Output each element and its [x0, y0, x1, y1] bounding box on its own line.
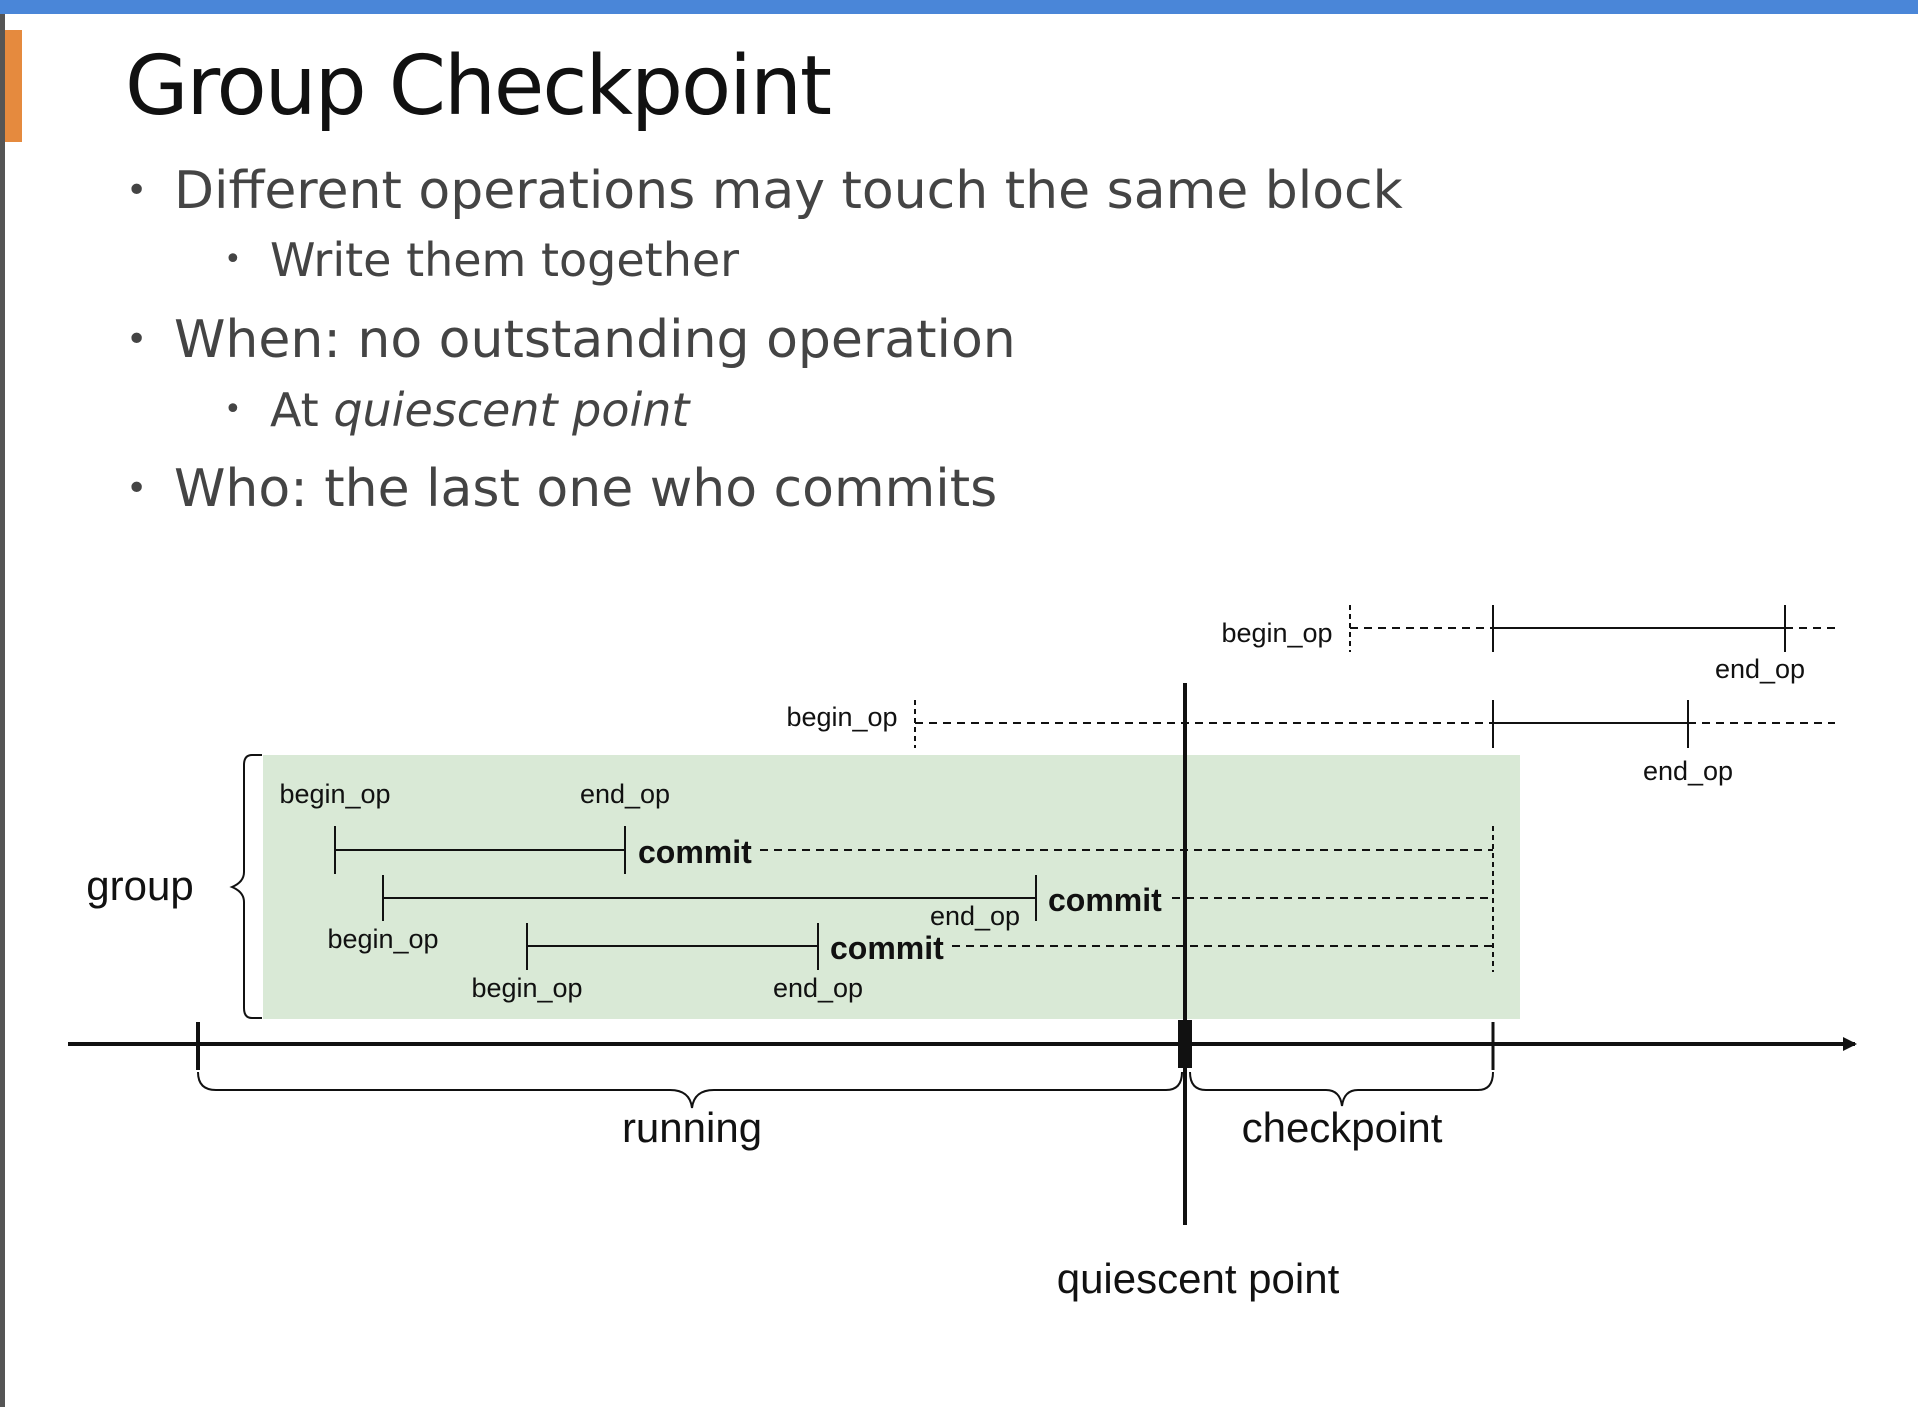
operation-group-1: [334, 826, 1493, 874]
second-end-op-label: end_op: [1643, 756, 1733, 786]
title-accent-marker: [5, 30, 22, 142]
operation-group-2: [382, 875, 1493, 921]
checkpoint-brace: [1189, 1071, 1494, 1107]
g1-commit-label: commit: [638, 834, 752, 870]
g3-end-op-label: end_op: [773, 973, 863, 1003]
bullet-dot-icon: •: [126, 170, 148, 211]
slide-title: Group Checkpoint: [125, 39, 832, 134]
bullet-text: Who: the last one who commits: [174, 459, 998, 519]
second-begin-op-label: begin_op: [786, 702, 897, 732]
g2-end-op-label: end_op: [930, 901, 1020, 931]
operation-second: [914, 700, 1835, 748]
operation-top: [1349, 605, 1835, 652]
bullet-text: Different operations may touch the same …: [174, 161, 1403, 221]
group-label: group: [86, 862, 193, 909]
g2-begin-op-label: begin_op: [327, 924, 438, 954]
top-begin-op-label: begin_op: [1221, 618, 1332, 648]
sub-bullet-prefix: At: [270, 383, 334, 437]
bullet-dot-icon: •: [224, 242, 242, 277]
g2-commit-label: commit: [1048, 882, 1162, 918]
running-brace: [197, 1071, 1183, 1109]
bullet-dot-icon: •: [224, 392, 242, 427]
left-border: [0, 14, 5, 1407]
bullet-dot-icon: •: [126, 319, 148, 360]
sub-bullet-item: • At quiescent point: [224, 387, 689, 433]
checkpoint-label: checkpoint: [1242, 1104, 1443, 1151]
bullet-item: • When: no outstanding operation: [126, 314, 1016, 366]
sub-bullet-text: Write them together: [270, 233, 740, 287]
bullet-text: When: no outstanding operation: [174, 310, 1016, 370]
g1-end-op-label: end_op: [580, 779, 670, 809]
sub-bullet-emphasis: quiescent point: [333, 383, 690, 437]
group-brace: [229, 754, 262, 1019]
g3-commit-label: commit: [830, 930, 944, 966]
sub-bullet-item: • Write them together: [224, 237, 739, 283]
operation-group-3: [526, 923, 1493, 970]
running-label: running: [622, 1104, 762, 1151]
bullet-dot-icon: •: [126, 468, 148, 509]
bullet-item: • Who: the last one who commits: [126, 463, 997, 515]
g1-begin-op-label: begin_op: [279, 779, 390, 809]
g3-begin-op-label: begin_op: [471, 973, 582, 1003]
top-end-op-label: end_op: [1715, 654, 1805, 684]
group-region: [263, 755, 1520, 1019]
quiescent-point-marker: [1178, 1020, 1192, 1068]
quiescent-point-label: quiescent point: [1057, 1255, 1340, 1302]
bullet-item: • Different operations may touch the sam…: [126, 165, 1403, 217]
top-accent-bar: [0, 0, 1918, 14]
